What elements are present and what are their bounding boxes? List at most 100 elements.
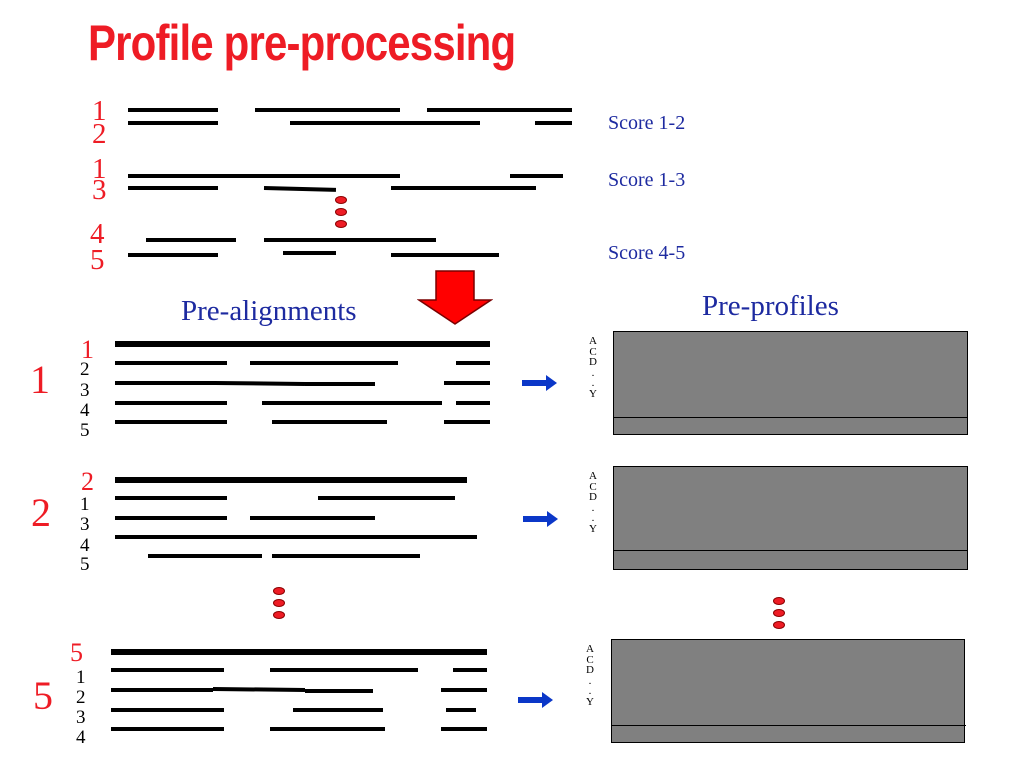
pair-4-5-top-number: 4 — [90, 218, 105, 250]
group-2-row-number: 5 — [80, 554, 90, 575]
sequence-line — [255, 108, 400, 112]
sequence-line — [128, 121, 218, 125]
score-4-5: Score 4-5 — [608, 242, 686, 264]
sequence-line — [128, 253, 218, 257]
dot — [273, 611, 285, 619]
alignment-line — [115, 477, 467, 483]
alignment-line — [270, 727, 385, 731]
alignment-line — [456, 361, 490, 365]
group-1-row-number: 5 — [80, 420, 90, 441]
alignment-line — [250, 516, 375, 520]
group-2-big-number: 2 — [31, 490, 51, 535]
alignment-line — [111, 708, 224, 712]
group-1-row-number: 4 — [80, 400, 90, 421]
sequence-line — [283, 251, 336, 255]
group-5-big-number: 5 — [33, 673, 53, 718]
down-arrow-icon — [417, 270, 493, 326]
vertical-ellipsis-icon — [273, 587, 285, 621]
alignment-line — [115, 516, 227, 520]
alignment-line — [148, 554, 262, 558]
group-2-lead-number: 2 — [81, 467, 94, 496]
group-5-row-number: 1 — [76, 667, 86, 688]
pre-profile-2 — [613, 466, 968, 570]
profile-divider — [614, 550, 967, 551]
pair-1-3-top-number: 1 — [92, 153, 107, 185]
dot — [273, 587, 285, 595]
group-2-row-number: 1 — [80, 494, 90, 515]
alignment-line — [305, 689, 373, 693]
sequence-line — [391, 186, 536, 190]
score-1-3: Score 1-3 — [608, 169, 686, 191]
dot — [773, 597, 785, 605]
pair-1-2-bottom-number: 2 — [92, 118, 107, 150]
alignment-line — [214, 381, 306, 386]
profile-divider — [612, 725, 966, 726]
alignment-line — [212, 687, 306, 692]
alignment-line — [272, 420, 387, 424]
sequence-line — [264, 238, 436, 242]
group-1-big-number: 1 — [30, 357, 50, 402]
alignment-line — [305, 382, 375, 386]
right-arrow-icon — [518, 691, 554, 709]
sequence-line — [128, 174, 400, 178]
right-arrow-icon — [522, 374, 558, 392]
group-5-lead-number: 5 — [70, 638, 83, 667]
profile-letters: A C D . . Y — [589, 335, 597, 400]
group-5-row-number: 2 — [76, 687, 86, 708]
alignment-line — [115, 420, 227, 424]
alignment-line — [115, 535, 477, 539]
right-arrow-icon — [523, 510, 559, 528]
pair-4-5-bottom-number: 5 — [90, 244, 105, 276]
sequence-line — [290, 121, 480, 125]
alignment-line — [318, 496, 455, 500]
profile-letters: A C D . . Y — [589, 470, 597, 535]
vertical-ellipsis-icon — [335, 196, 347, 230]
alignment-line — [456, 401, 490, 405]
alignment-line — [270, 668, 418, 672]
alignment-line — [115, 341, 490, 347]
dot — [273, 599, 285, 607]
group-2-row-number: 3 — [80, 514, 90, 535]
alignment-line — [441, 688, 487, 692]
dot — [773, 621, 785, 629]
alignment-line — [111, 649, 487, 655]
pre-profile-1 — [613, 331, 968, 435]
alignment-line — [444, 420, 490, 424]
pre-alignments-label: Pre-alignments — [181, 295, 357, 327]
alignment-line — [115, 401, 227, 405]
sequence-line — [128, 186, 218, 190]
dot — [773, 609, 785, 617]
sequence-line — [146, 238, 236, 242]
group-1-row-number: 3 — [80, 380, 90, 401]
profile-letters: A C D . . Y — [586, 643, 594, 708]
sequence-line — [128, 108, 218, 112]
alignment-line — [115, 381, 215, 385]
pre-profile-5 — [611, 639, 966, 743]
alignment-line — [272, 554, 420, 558]
alignment-line — [115, 496, 227, 500]
sequence-line — [535, 121, 572, 125]
alignment-line — [111, 668, 224, 672]
alignment-line — [444, 381, 490, 385]
sequence-line — [510, 174, 563, 178]
alignment-line — [111, 688, 213, 692]
dot — [335, 196, 347, 204]
sequence-line — [263, 186, 337, 192]
profile-divider — [614, 417, 967, 418]
score-1-2: Score 1-2 — [608, 112, 686, 134]
group-5-row-number: 4 — [76, 727, 86, 748]
alignment-line — [293, 708, 383, 712]
alignment-line — [446, 708, 476, 712]
vertical-ellipsis-icon — [773, 597, 785, 631]
pair-1-3-bottom-number: 3 — [92, 174, 107, 206]
alignment-line — [453, 668, 487, 672]
group-1-row-number: 2 — [80, 359, 90, 380]
pre-profiles-label: Pre-profiles — [702, 290, 839, 322]
dot — [335, 208, 347, 216]
pair-1-2-top-number: 1 — [92, 95, 107, 127]
dot — [335, 220, 347, 228]
alignment-line — [111, 727, 224, 731]
group-1-lead-number: 1 — [81, 335, 94, 364]
alignment-line — [250, 361, 398, 365]
alignment-line — [115, 361, 227, 365]
